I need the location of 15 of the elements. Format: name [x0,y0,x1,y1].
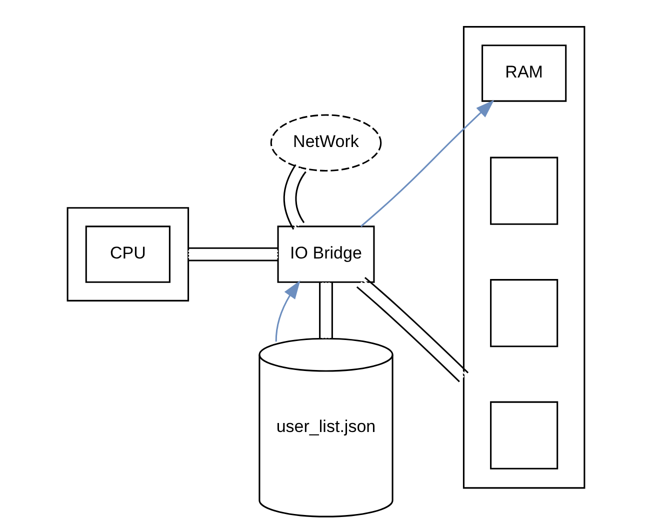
node-box [490,279,558,348]
node-box: IO Bridge [276,226,374,283]
node-ellipse: NetWork [270,114,382,172]
connector [188,247,278,262]
arrow [274,280,300,342]
node-box [490,401,558,470]
connector [356,276,468,382]
cluster [462,26,585,489]
node-box: CPU [84,226,170,283]
cluster [66,207,189,302]
node-box [490,156,558,225]
node-box: RAM [481,44,566,102]
connector [282,164,306,230]
arrow [360,100,494,227]
connector [318,282,332,338]
